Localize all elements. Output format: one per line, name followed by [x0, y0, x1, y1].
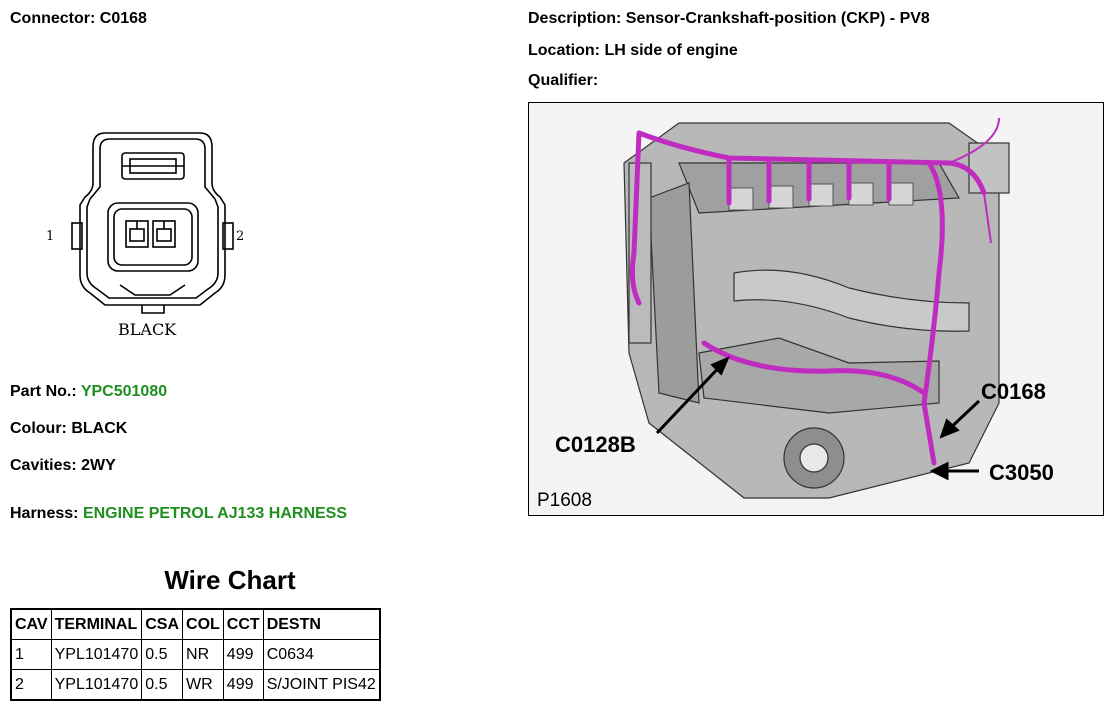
cell-cav: 1 [10, 639, 52, 670]
engine-location-image: C0168 C0128B C3050 P1608 [528, 102, 1104, 516]
cell-col: NR [182, 639, 224, 670]
cell-cct: 499 [222, 639, 264, 670]
column-header-csa: CSA [141, 608, 184, 640]
part-no-link[interactable]: YPC501080 [80, 383, 168, 400]
column-header-col: COL [182, 608, 224, 640]
cell-destn: S/JOINT PIS42 [262, 669, 381, 701]
description-label: Description: Sensor-Crankshaft-position … [528, 10, 930, 27]
table-row: 2 YPL101470 0.5 WR 499 S/JOINT PIS42 [10, 669, 381, 701]
figure-reference: P1608 [537, 490, 592, 511]
cell-destn: C0634 [262, 639, 381, 670]
part-no-label: Part No.: [10, 383, 77, 400]
pin-2-label: 2 [236, 229, 245, 244]
column-header-cct: CCT [222, 608, 264, 640]
colour-label: Colour: BLACK [10, 420, 128, 437]
callout-c0128b: C0128B [555, 432, 636, 457]
table-row: 1 YPL101470 0.5 NR 499 C0634 [10, 639, 381, 670]
wire-chart-title: Wire Chart [164, 565, 296, 595]
harness-label: Harness: [10, 505, 79, 522]
column-header-cav: CAV [10, 608, 52, 640]
engine-illustration [623, 117, 1010, 499]
wire-chart-table: CAV TERMINAL CSA COL CCT DESTN 1 YPL1014… [10, 608, 381, 701]
callout-c3050: C3050 [989, 460, 1054, 485]
connector-face-diagram: 1 2 BLACK [46, 125, 270, 345]
qualifier-label: Qualifier: [528, 72, 599, 89]
column-header-destn: DESTN [262, 608, 381, 640]
cell-csa: 0.5 [141, 669, 184, 701]
harness-row: Harness: ENGINE PETROL AJ133 HARNESS [10, 505, 347, 523]
connector-label: Connector: C0168 [10, 10, 147, 27]
cell-cav: 2 [10, 669, 52, 701]
cell-terminal: YPL101470 [50, 669, 143, 701]
cavities-label: Cavities: 2WY [10, 457, 116, 474]
cell-col: WR [182, 669, 224, 701]
connector-colour-caption: BLACK [118, 320, 177, 339]
callout-c0168: C0168 [981, 379, 1046, 404]
cell-csa: 0.5 [141, 639, 184, 670]
cell-cct: 499 [222, 669, 264, 701]
connector-face-icon [71, 132, 234, 314]
cell-terminal: YPL101470 [50, 639, 143, 670]
location-label: Location: LH side of engine [528, 42, 738, 59]
column-header-terminal: TERMINAL [50, 608, 143, 640]
harness-link[interactable]: ENGINE PETROL AJ133 HARNESS [82, 505, 348, 522]
table-header-row: CAV TERMINAL CSA COL CCT DESTN [10, 608, 381, 640]
part-no-row: Part No.: YPC501080 [10, 383, 167, 401]
pin-1-label: 1 [46, 229, 55, 244]
